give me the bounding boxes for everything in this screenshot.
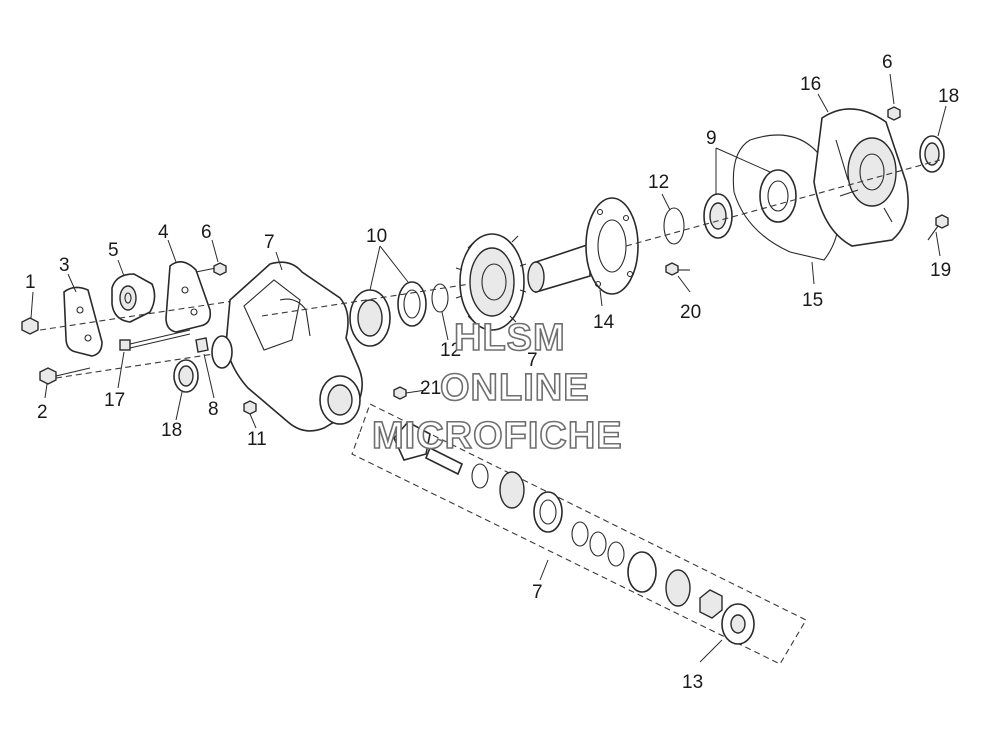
part-nut-6-right (887, 73, 901, 121)
part-bolt-20 (665, 262, 691, 293)
part-seal-18-right (919, 105, 947, 173)
part-bearing-10 (349, 245, 427, 347)
part-nut-2 (39, 367, 91, 399)
watermark-line-1: HLSM (454, 317, 566, 359)
callout-11: 11 (247, 429, 267, 450)
part-clip-8 (195, 337, 215, 399)
callout-4: 4 (158, 222, 169, 243)
callout-18-left: 18 (161, 420, 182, 441)
callout-8: 8 (208, 399, 219, 420)
part-seal-18-left (173, 359, 199, 421)
watermark-line-2: ONLINE (440, 367, 590, 409)
part-pinion-assembly-7 (351, 403, 807, 665)
callout-6-right: 6 (882, 52, 893, 73)
part-cover-16 (813, 93, 909, 247)
callout-1: 1 (25, 272, 36, 293)
callout-12-right: 12 (648, 172, 669, 193)
part-housing-7 (211, 251, 363, 432)
callout-9: 9 (706, 128, 717, 149)
callout-21: 21 (420, 378, 441, 399)
callout-15: 15 (802, 290, 823, 311)
callout-2: 2 (37, 402, 48, 423)
callout-18-right: 18 (938, 86, 959, 107)
callout-7-gear: 7 (527, 350, 538, 371)
callout-12-left: 12 (440, 340, 461, 361)
callout-13: 13 (682, 672, 703, 693)
part-ring-gear-7 (455, 233, 527, 331)
part-plug-21 (393, 386, 427, 400)
part-nut-11 (243, 400, 257, 429)
callout-7-housing: 7 (264, 232, 275, 253)
callout-6-left: 6 (201, 222, 212, 243)
callout-19: 19 (930, 260, 951, 281)
part-gasket-15 (732, 134, 840, 285)
part-bearing-9 (703, 147, 797, 239)
part-bracket-4 (165, 239, 217, 333)
part-carrier-14 (527, 197, 639, 307)
callout-20: 20 (680, 302, 701, 323)
callout-17: 17 (104, 390, 125, 411)
part-flange-5 (111, 259, 156, 323)
part-nut-6-left (211, 239, 227, 276)
part-ring-12-left (431, 283, 449, 341)
callout-3: 3 (59, 255, 70, 276)
callout-7-pinion: 7 (532, 582, 543, 603)
watermark-line-3: MICROFICHE (372, 415, 623, 457)
callout-14: 14 (593, 312, 615, 333)
part-bolt-19 (927, 214, 949, 257)
callout-10: 10 (366, 226, 387, 247)
callout-16: 16 (800, 74, 821, 95)
part-bolt-1 (21, 291, 39, 335)
part-bracket-3 (63, 273, 103, 357)
callout-5: 5 (108, 240, 119, 261)
part-pin-17 (117, 329, 191, 389)
part-ring-12-right (661, 193, 685, 245)
